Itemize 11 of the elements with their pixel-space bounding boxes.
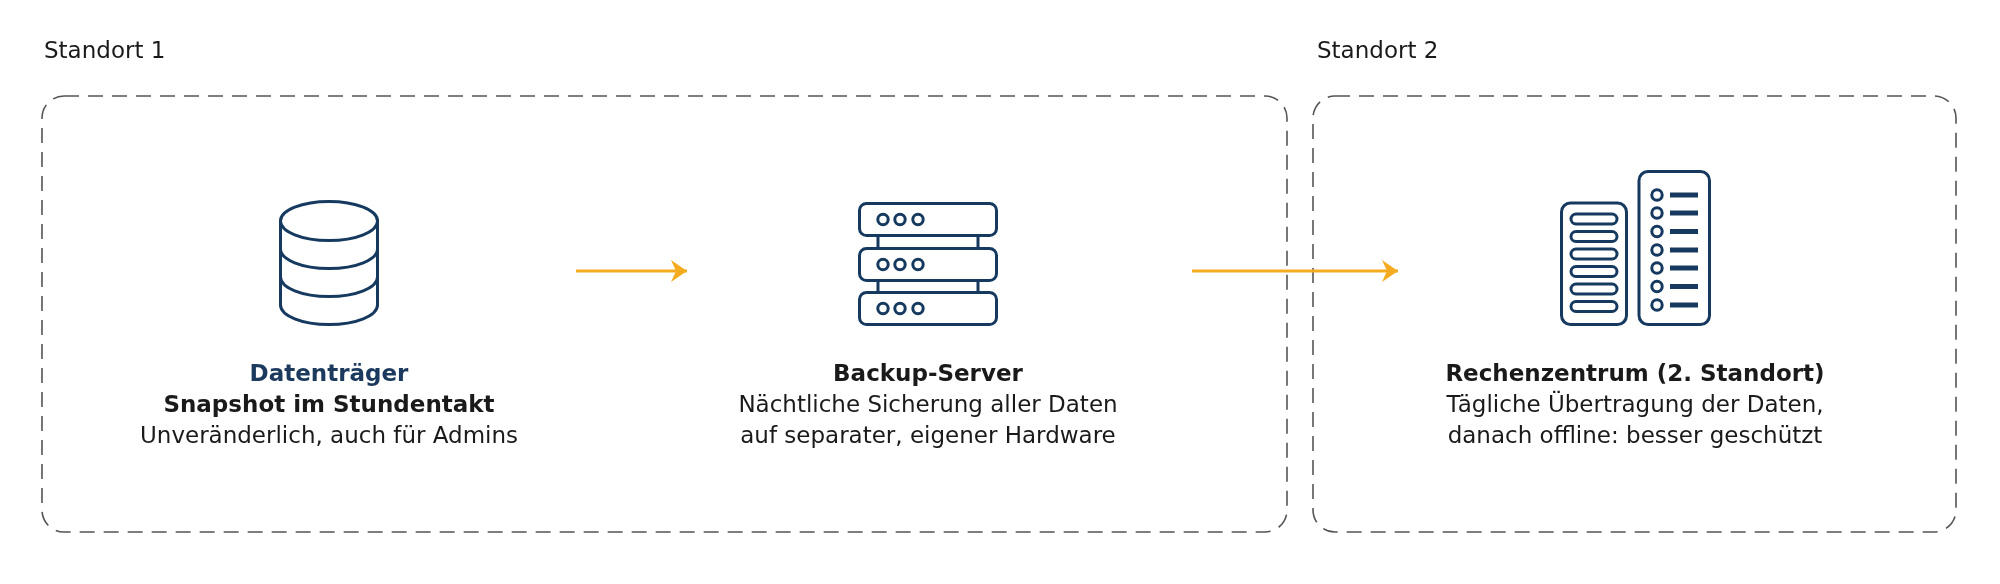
node-description: Unveränderlich, auch für Admins [139, 421, 519, 450]
node-title: Rechenzentrum (2. Standort) [1445, 359, 1825, 388]
node-title: Datenträger [249, 359, 409, 388]
node-description: Nächtliche Sicherung aller Daten auf separater, eigener Hardware [737, 390, 1119, 450]
node-subtitle: Snapshot im Stundentakt [163, 390, 495, 419]
node-description: Tägliche Übertragung der Daten, danach offline: besser geschützt [1445, 389, 1825, 450]
arrow [576, 260, 687, 282]
group-heading: Standort 2 [1317, 36, 1439, 65]
group-heading: Standort 1 [44, 36, 166, 65]
arrow [1192, 260, 1398, 282]
node-title: Backup-Server [833, 359, 1023, 388]
